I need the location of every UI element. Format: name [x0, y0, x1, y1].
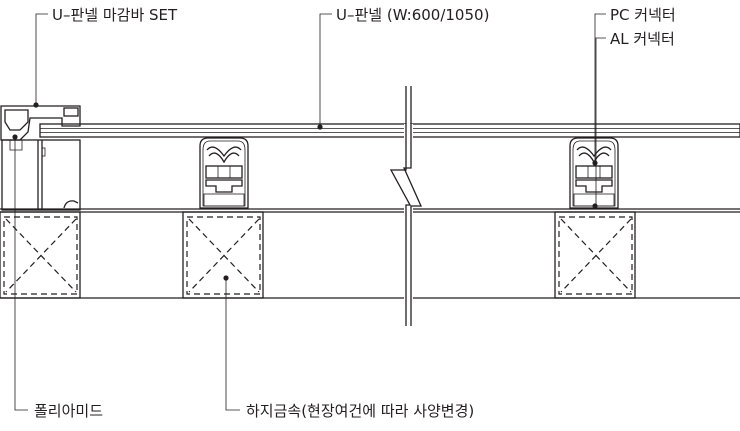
connector-middle [199, 137, 249, 209]
label-al-connector: AL 커넥터 [610, 30, 675, 48]
leader-substructure [223, 275, 240, 411]
leader-al-connector [592, 37, 606, 209]
substructure-tube-left [0, 211, 81, 299]
label-u-panel: U–판넬 (W:600/1050) [336, 6, 489, 24]
leader-pc-connector [592, 13, 606, 166]
break-line [389, 86, 423, 326]
trim-bar-set [0, 105, 81, 211]
label-polyamide: 폴리아미드 [34, 402, 103, 420]
leader-polyamide [12, 134, 28, 411]
label-pc-connector: PC 커넥터 [610, 6, 676, 24]
label-substructure: 하지금속(현장여건에 따라 사양변경) [246, 402, 474, 420]
connector-right [569, 137, 619, 209]
substructure-tube-middle [182, 211, 264, 299]
substructure-tube-right [554, 211, 636, 299]
substructure-rails [0, 208, 740, 299]
leader-trim-bar-set [33, 13, 48, 108]
leader-u-panel [317, 13, 332, 130]
label-trim-bar-set: U–판넬 마감바 SET [52, 6, 178, 24]
u-panel [39, 123, 740, 138]
